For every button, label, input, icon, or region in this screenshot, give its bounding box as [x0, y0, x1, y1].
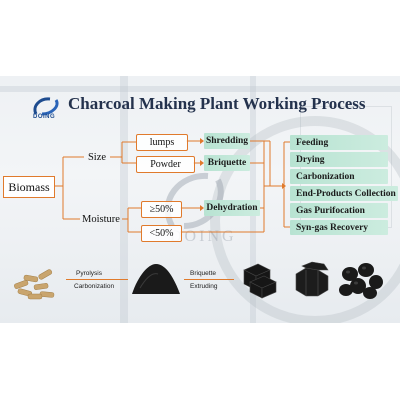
result-dehydration: Dehydration — [204, 200, 260, 216]
biomass-pellets-image — [14, 269, 55, 300]
label-pyrolysis: Pyrolysis — [76, 270, 103, 277]
step-syngas-recovery: Syn-gas Recovery — [290, 220, 388, 235]
doing-logo-icon — [33, 97, 59, 116]
step-feeding: Feeding — [290, 135, 388, 150]
node-moisture-low: <50% — [141, 225, 182, 242]
result-shredding: Shredding — [204, 133, 250, 149]
step-carbonization: Carbonization — [290, 169, 388, 184]
label-extruding: Extruding — [190, 283, 218, 290]
logo-text: DOING — [33, 114, 56, 120]
step-drying: Drying — [290, 152, 388, 167]
charcoal-powder-image — [132, 264, 180, 294]
node-moisture-high: ≥50% — [141, 201, 182, 218]
result-briquette: Briquette — [204, 155, 250, 171]
step-end-products-collection: End-Products Collection — [290, 186, 398, 201]
label-carbonization: Carbonization — [74, 283, 115, 290]
step-gas-purification: Gas Purifocation — [290, 203, 388, 218]
arrow-briquette — [184, 279, 234, 280]
label-briquette: Briquette — [190, 270, 217, 277]
branch-size: Size — [87, 151, 107, 163]
charcoal-balls-image — [339, 263, 383, 299]
hexagonal-charcoal-image — [295, 261, 329, 297]
root-node-biomass: Biomass — [3, 176, 55, 198]
branch-moisture: Moisture — [82, 213, 120, 225]
node-lumps: lumps — [136, 134, 188, 151]
node-powder: Powder — [136, 156, 195, 173]
briquette-sticks-image — [243, 263, 277, 299]
page-title: Charcoal Making Plant Working Process — [68, 94, 366, 113]
arrow-pyrolysis — [66, 279, 128, 280]
